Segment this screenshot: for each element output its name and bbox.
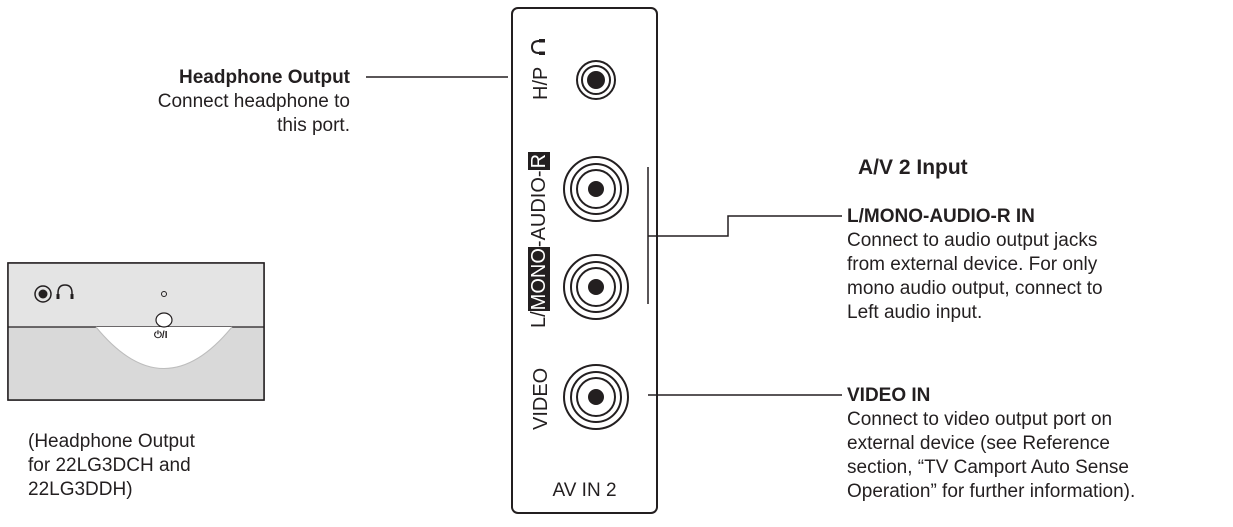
av-in-panel-outline: [511, 7, 658, 514]
video-in-line3: section, “TV Camport Auto Sense: [847, 457, 1129, 478]
audio-in-line1: Connect to audio output jacks: [847, 230, 1098, 251]
hp-label-text: H/P: [530, 66, 552, 100]
hp-label: H/P: [530, 67, 553, 100]
headphone-output-title: Headphone Output: [179, 67, 350, 88]
hp-headphone-glyph-icon: [530, 39, 545, 55]
video-label-text: VIDEO: [530, 367, 552, 430]
side-panel-caption-line3: 22LG3DDH): [28, 479, 133, 500]
side-panel-caption-line1: (Headphone Output: [28, 431, 195, 452]
av-in-2-label: AV IN 2: [552, 480, 617, 501]
side-panel-caption-line2: for 22LG3DCH and: [28, 455, 191, 476]
headphone-output-desc-line2: this port.: [277, 115, 350, 136]
audio-label-r: R: [528, 151, 550, 171]
video-label: VIDEO: [530, 368, 553, 430]
audio-jack-lower-icon: [563, 254, 629, 320]
av2-input-heading: A/V 2 Input: [858, 156, 968, 179]
power-symbol-label: ⏻/I: [154, 330, 168, 341]
front-side-panel: [7, 262, 265, 401]
audio-in-line3: mono audio output, connect to: [847, 278, 1103, 299]
audio-label-left: L/: [528, 311, 550, 328]
audio-label-mid: -AUDIO-: [528, 170, 550, 248]
video-in-line1: Connect to video output port on: [847, 409, 1113, 430]
audio-label: L/MONO-AUDIO-R: [528, 151, 551, 328]
video-in-line2: external device (see Reference: [847, 433, 1110, 454]
audio-in-title: L/MONO-AUDIO-R IN: [847, 206, 1035, 227]
audio-label-mono: MONO: [528, 247, 550, 312]
headphone-output-desc-line1: Connect headphone to: [157, 91, 350, 112]
audio-jack-upper-icon: [563, 156, 629, 222]
headphone-jack-icon: [576, 60, 616, 100]
audio-leader-line: [648, 215, 842, 237]
video-in-line4: Operation” for further information).: [847, 481, 1136, 502]
audio-in-line4: Left audio input.: [847, 302, 983, 323]
audio-in-line2: from external device. For only: [847, 254, 1098, 275]
video-in-title: VIDEO IN: [847, 385, 931, 406]
video-jack-icon: [563, 364, 629, 430]
